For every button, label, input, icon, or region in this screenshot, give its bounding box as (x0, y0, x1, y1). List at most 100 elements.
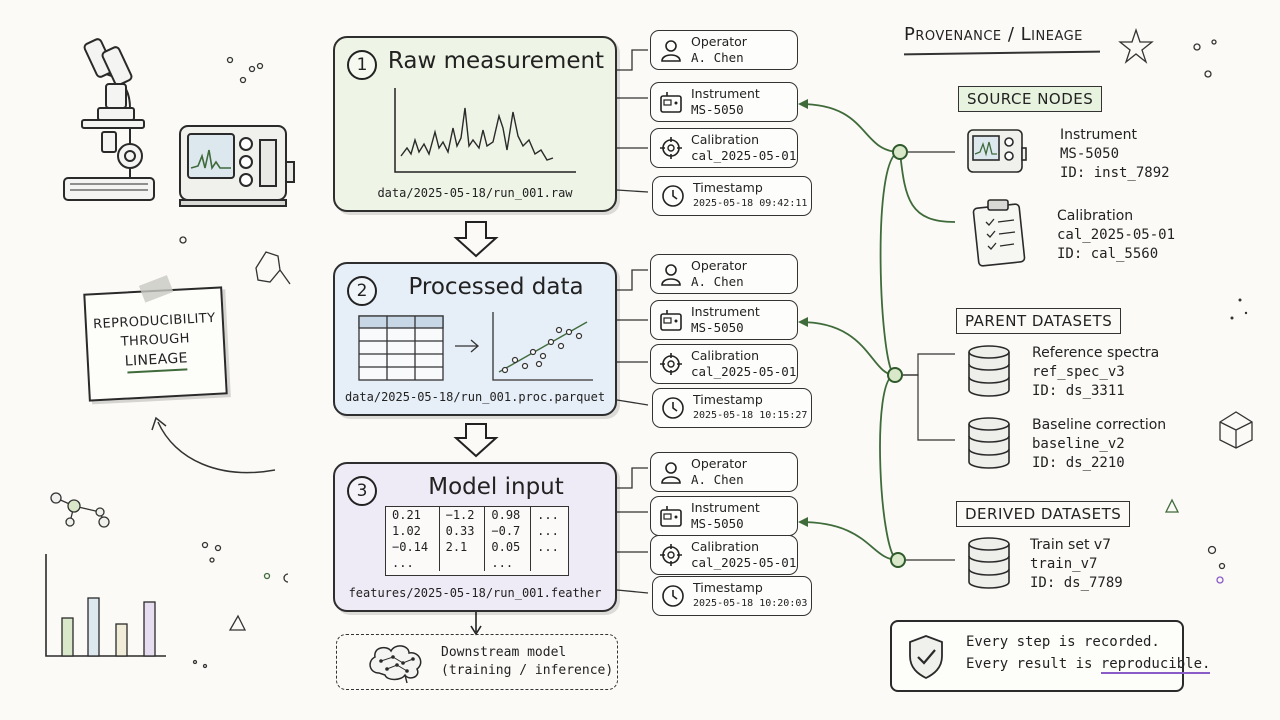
node-id: ID: ds_3311 (1032, 383, 1125, 399)
spectrum-plot (394, 88, 576, 173)
source-nodes-heading: Source nodes (958, 86, 1103, 112)
node-id: ID: ds_7789 (1030, 575, 1123, 591)
bar-chart-doodle (45, 554, 166, 657)
note-line-2: through (120, 331, 191, 350)
calibration-label: Calibration (691, 348, 760, 363)
node-name: Baseline correction (1032, 417, 1167, 433)
derived-dataset-train-set[interactable]: Train set v7 train_v7 ID: ds_7789 (1030, 536, 1123, 593)
timestamp-card[interactable]: Timestamp 2025-05-18 09:42:11 (652, 176, 812, 216)
footer-line-1: Every step is recorded. (966, 634, 1160, 650)
operator-label: Operator (691, 34, 747, 49)
clock-icon (661, 584, 685, 608)
microscope-icon (63, 38, 155, 201)
node-value: ref_spec_v3 (1032, 364, 1125, 380)
operator-value: A. Chen (691, 472, 744, 487)
instrument-value: MS-5050 (691, 516, 744, 531)
brain-icon (369, 645, 422, 684)
source-node-instrument[interactable]: Instrument MS-5050 ID: inst_7892 (1060, 126, 1170, 183)
operator-label: Operator (691, 456, 747, 471)
note-underline (126, 368, 187, 374)
clipboard-icon (972, 199, 1026, 267)
stage-number: 1 (347, 50, 377, 80)
instrument-value: MS-5050 (691, 320, 744, 335)
stage-number: 2 (347, 276, 377, 306)
table-cell: −0.7 (484, 523, 532, 539)
node-value: MS-5050 (1060, 146, 1120, 162)
downstream-line-1: Downstream model (441, 645, 567, 660)
instrument-value: MS-5050 (691, 102, 744, 117)
node-name: Reference spectra (1032, 345, 1160, 361)
calibration-value: cal_2025-05-01 (691, 364, 797, 379)
operator-value: A. Chen (691, 274, 744, 289)
node-name: Instrument (1060, 127, 1138, 143)
crosshair-icon (659, 352, 683, 376)
crosshair-icon (659, 543, 683, 567)
stage-title: Model input (428, 474, 564, 500)
calibration-label: Calibration (691, 132, 760, 147)
instrument-label: Instrument (691, 304, 760, 319)
instrument-icon (967, 129, 1027, 173)
reproducibility-note: Reproducibility through lineage (83, 275, 228, 402)
note-line-1: Reproducibility (92, 310, 216, 333)
crosshair-icon (659, 136, 683, 160)
source-node-calibration[interactable]: Calibration cal_2025-05-01 ID: cal_5560 (1057, 207, 1175, 264)
parent-datasets-heading: Parent datasets (956, 308, 1122, 334)
timestamp-value: 2025-05-18 10:20:03 (693, 598, 808, 609)
table-cell (531, 555, 568, 571)
node-id: ID: inst_7892 (1060, 165, 1170, 181)
table-cell: 0.98 (484, 507, 532, 523)
database-icon (968, 537, 1010, 589)
footer-line-2: Every result is reproducible. (966, 656, 1211, 674)
node-id: ID: ds_2210 (1032, 455, 1125, 471)
table-cell: 1.02 (386, 523, 440, 539)
table-cell: 0.33 (439, 523, 486, 539)
timestamp-label: Timestamp (693, 180, 763, 195)
node-value: baseline_v2 (1032, 436, 1125, 452)
downstream-model-box[interactable]: Downstream model (training / inference) (336, 634, 618, 690)
stage-raw-measurement[interactable]: 1 Raw measurement data/2025-05-18/run_00… (333, 36, 617, 212)
table-cell: 0.21 (386, 507, 440, 523)
table-cell: ... (537, 508, 559, 522)
stage-processed-data[interactable]: 2 Processed data data/2025-05-18/run_001… (333, 262, 617, 416)
node-name: Train set v7 (1030, 537, 1112, 553)
node-id: ID: cal_5560 (1057, 246, 1159, 262)
timestamp-value: 2025-05-18 09:42:11 (693, 198, 808, 209)
table-cell: −0.14 (386, 539, 440, 555)
parent-dataset-reference-spectra[interactable]: Reference spectra ref_spec_v3 ID: ds_331… (1032, 344, 1159, 401)
stage-path: data/2025-05-18/run_001.proc.parquet (344, 390, 606, 404)
footer-line-2-prefix: Every result is (966, 656, 1101, 672)
stage-title: Raw measurement (387, 48, 605, 74)
reproducible-statement-box: Every step is recorded. Every result is … (890, 620, 1211, 692)
operator-label: Operator (691, 258, 747, 273)
table-row: ...... (386, 555, 568, 571)
operator-value: A. Chen (691, 50, 744, 65)
timestamp-value: 2025-05-18 10:15:27 (693, 410, 808, 421)
stage-number: 3 (347, 476, 377, 506)
person-icon (659, 38, 683, 62)
database-icon (968, 417, 1010, 469)
provenance-title: Provenance / Lineage (904, 24, 1083, 45)
table-cell: ... (386, 555, 440, 571)
parent-dataset-baseline-correction[interactable]: Baseline correction baseline_v2 ID: ds_2… (1032, 416, 1166, 473)
shield-check-icon (909, 635, 943, 680)
spectrometer-icon (179, 125, 295, 207)
instrument-icon (659, 308, 683, 332)
clock-icon (661, 184, 685, 208)
table-cell: ... (484, 555, 532, 571)
